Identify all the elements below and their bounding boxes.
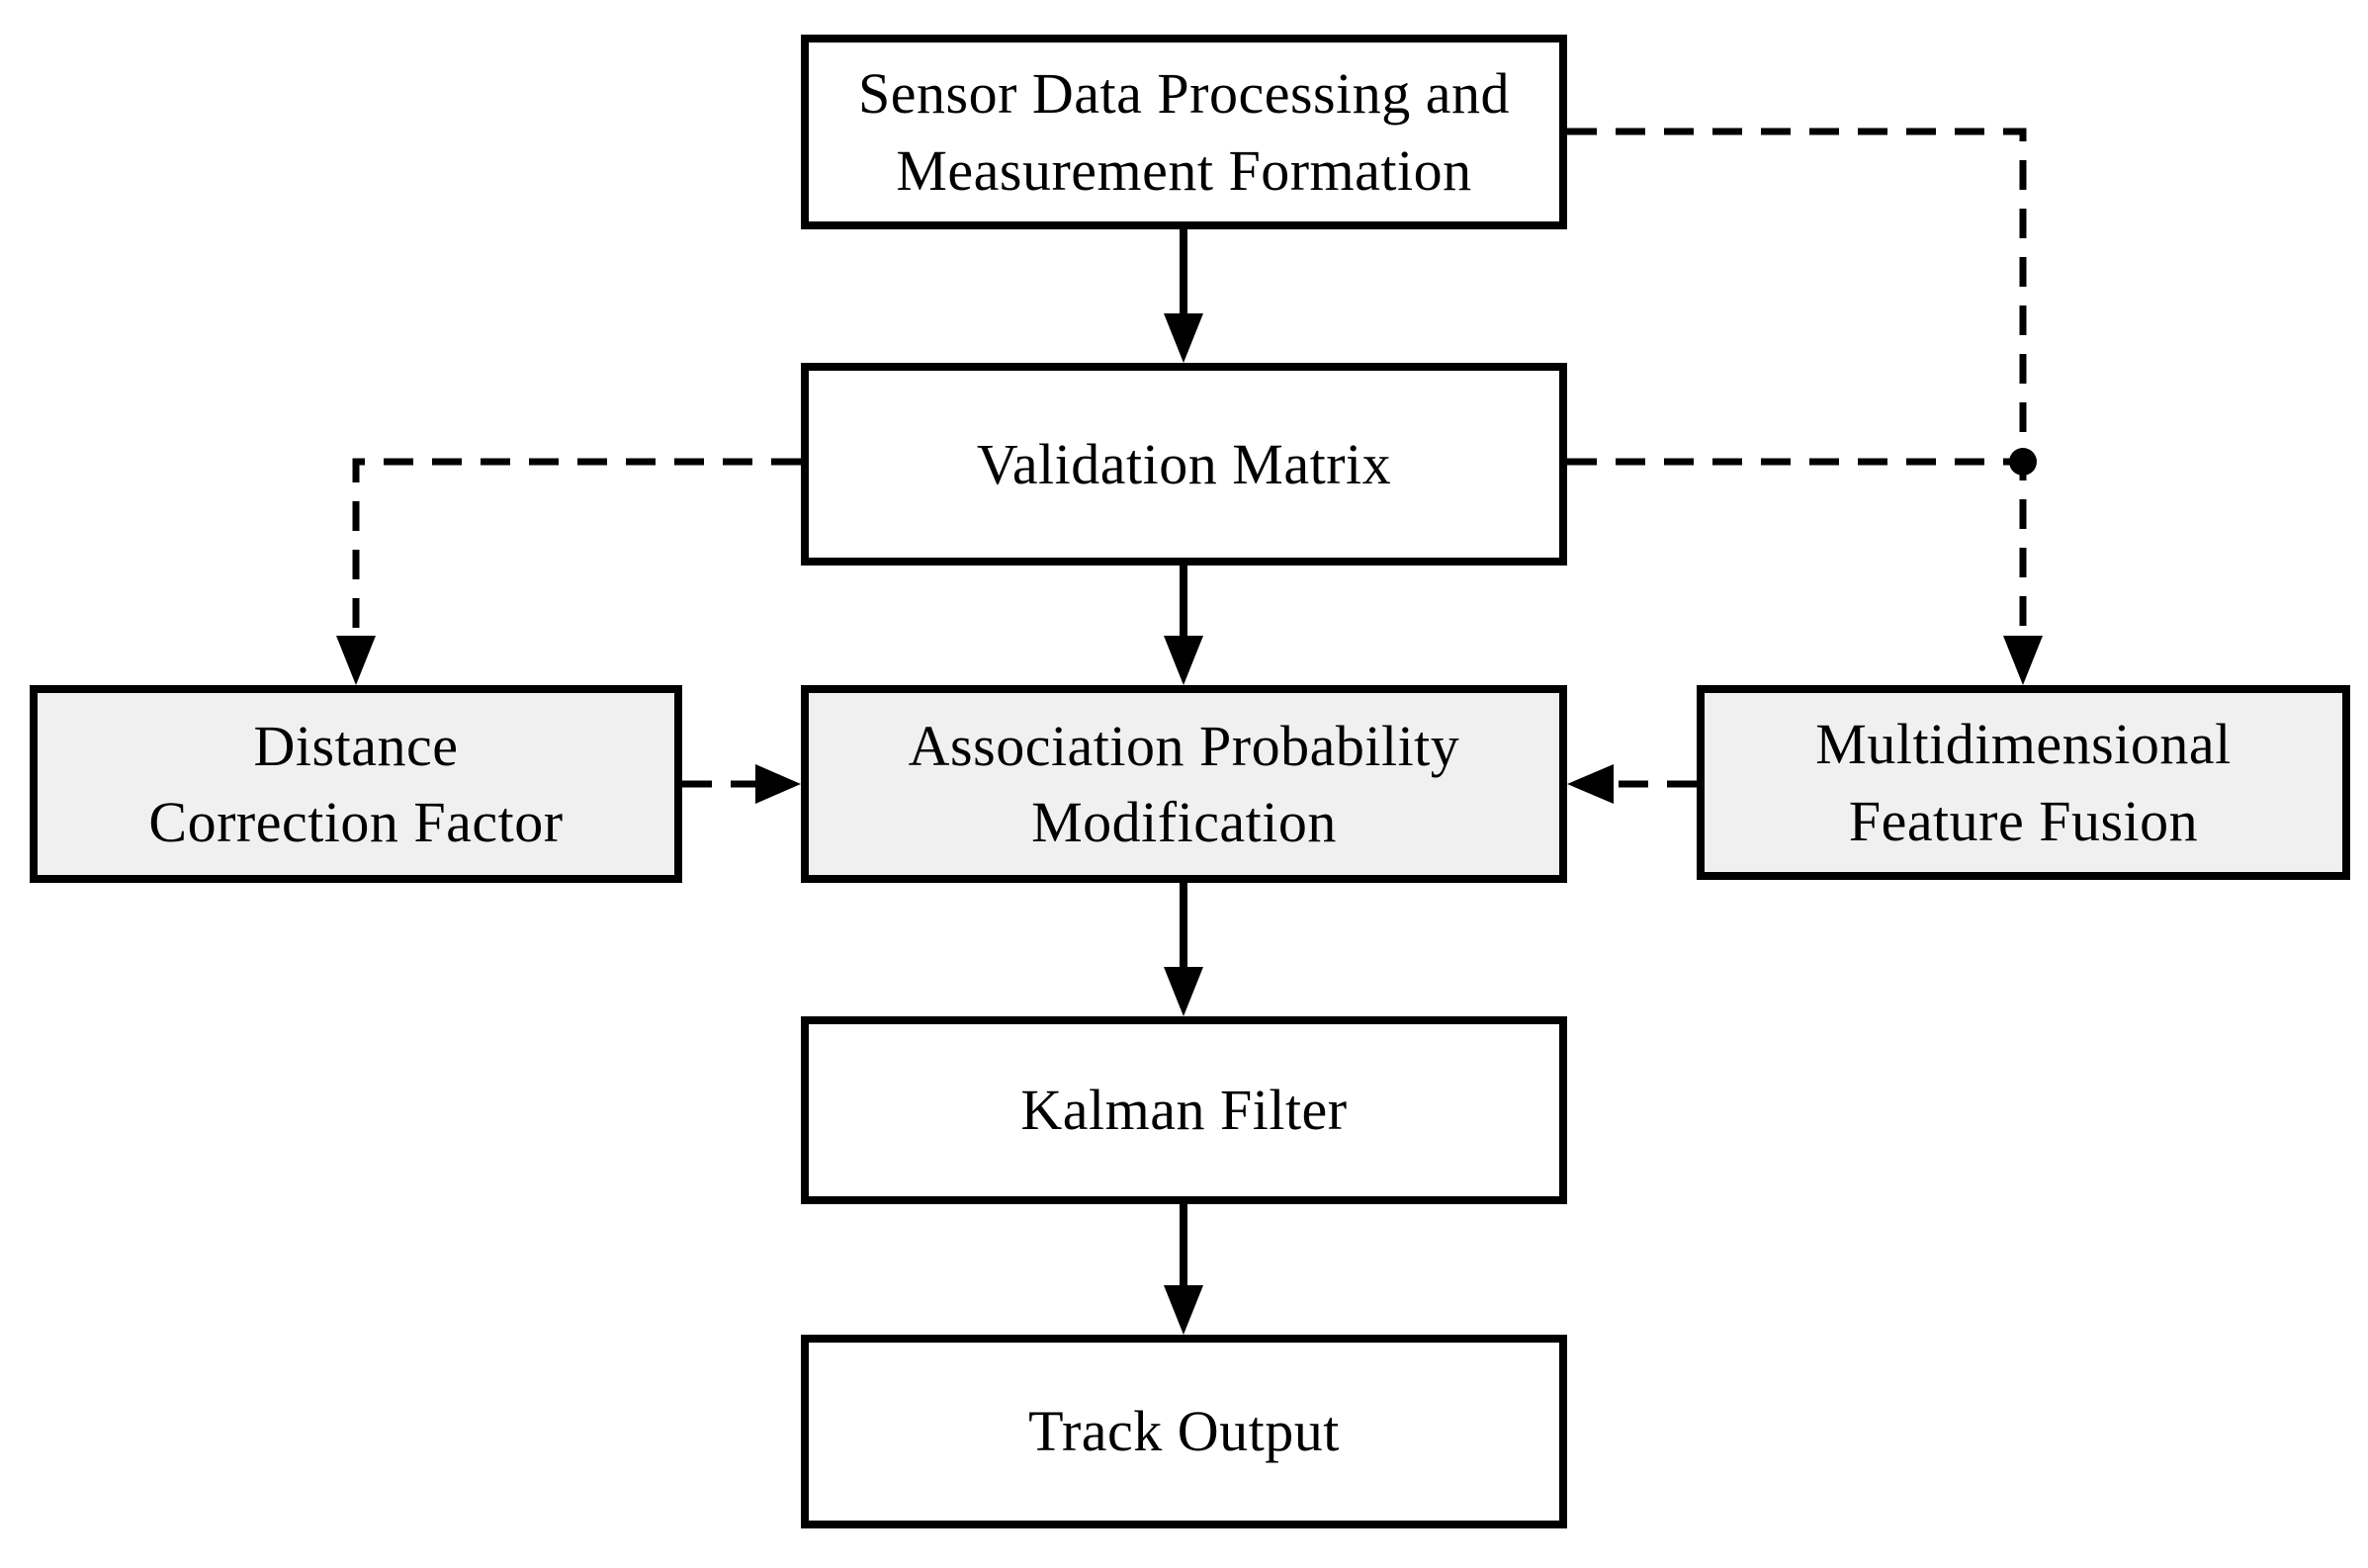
dashed-arrow-sensor-to-fusion [1567,128,2043,685]
node-label-line: Distance [253,713,459,778]
node-validation-matrix: Validation Matrix [801,363,1567,566]
node-label-line: Sensor Data Processing and [858,61,1510,127]
dashed-line-validation-to-junction [1567,448,2037,476]
arrow-kalman-to-track [1164,1204,1203,1335]
junction-dot [2009,448,2037,476]
dashed-arrow-fusion-to-association [1567,764,1697,804]
node-label-line: Multidimensional [1815,712,2232,777]
node-sensor-data-processing: Sensor Data Processing and Measurement F… [801,35,1567,229]
dashed-arrow-validation-to-distance [336,458,801,685]
node-track-output: Track Output [801,1335,1567,1528]
node-kalman-filter: Kalman Filter [801,1016,1567,1204]
node-label-line: Correction Factor [148,790,564,854]
node-label-line: Association Probability [908,713,1460,778]
node-label-line: Validation Matrix [976,431,1392,496]
arrow-validation-to-association [1164,566,1203,685]
node-label-line: Modification [1031,790,1337,854]
node-association-probability-modification: Association Probability Modification [801,685,1567,883]
node-label-line: Measurement Formation [896,137,1472,203]
arrow-association-to-kalman [1164,883,1203,1016]
node-multidimensional-feature-fusion: Multidimensional Feature Fusion [1697,685,2350,880]
node-label-line: Kalman Filter [1020,1078,1348,1143]
node-distance-correction-factor: Distance Correction Factor [30,685,682,883]
node-label-line: Feature Fusion [1848,788,2199,853]
arrow-sensor-to-validation [1164,229,1203,363]
node-label-line: Track Output [1028,1399,1340,1464]
dashed-arrow-distance-to-association [682,764,801,804]
